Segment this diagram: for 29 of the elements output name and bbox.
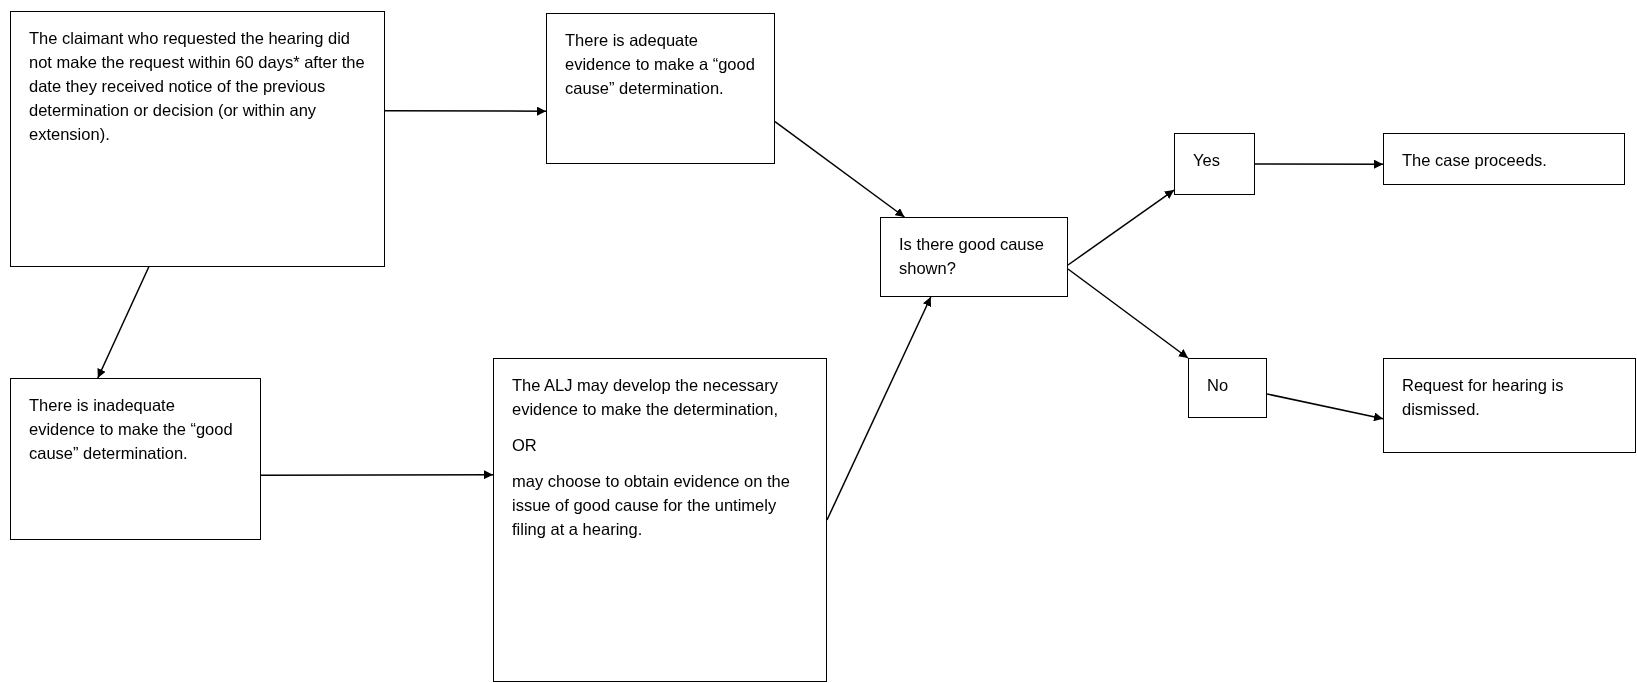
process-box — [1383, 133, 1625, 185]
arrow — [826, 296, 932, 521]
arrow — [260, 470, 494, 480]
arrow — [97, 266, 150, 379]
arrow — [1254, 159, 1384, 169]
process-box — [1174, 133, 1255, 195]
process-box — [1383, 358, 1636, 453]
box-text: No — [1207, 375, 1230, 396]
arrow — [1067, 268, 1189, 359]
arrow — [1067, 189, 1175, 266]
process-box — [880, 217, 1068, 297]
box-text: The case proceeds. — [1402, 150, 1548, 171]
box-text: The ALJ may develop the necessary evidence to make the determination, — [512, 375, 779, 420]
box-text: Yes — [1193, 150, 1221, 171]
process-box — [546, 13, 775, 164]
box-text: The claimant who requested the hearing did not make the request within 60 days* after the date they received notice of the previous determination or decision (or within any extension). — [29, 28, 366, 145]
process-box — [493, 358, 827, 682]
box-text: There is adequate evidence to make a “good cause” determination. — [565, 30, 756, 99]
arrow — [774, 120, 906, 218]
process-box — [10, 11, 385, 267]
box-text: may choose to obtain evidence on the issue of good cause for the untimely filing at a hearing. — [512, 471, 791, 540]
box-text: Request for hearing is dismissed. — [1402, 375, 1565, 420]
process-box — [1188, 358, 1267, 418]
box-text: OR — [512, 435, 538, 456]
arrow — [384, 106, 547, 116]
box-text: There is inadequate evidence to make the “good cause” determination. — [29, 395, 234, 464]
arrow — [1266, 393, 1384, 422]
box-text: Is there good cause shown? — [899, 234, 1045, 279]
process-box — [10, 378, 261, 540]
